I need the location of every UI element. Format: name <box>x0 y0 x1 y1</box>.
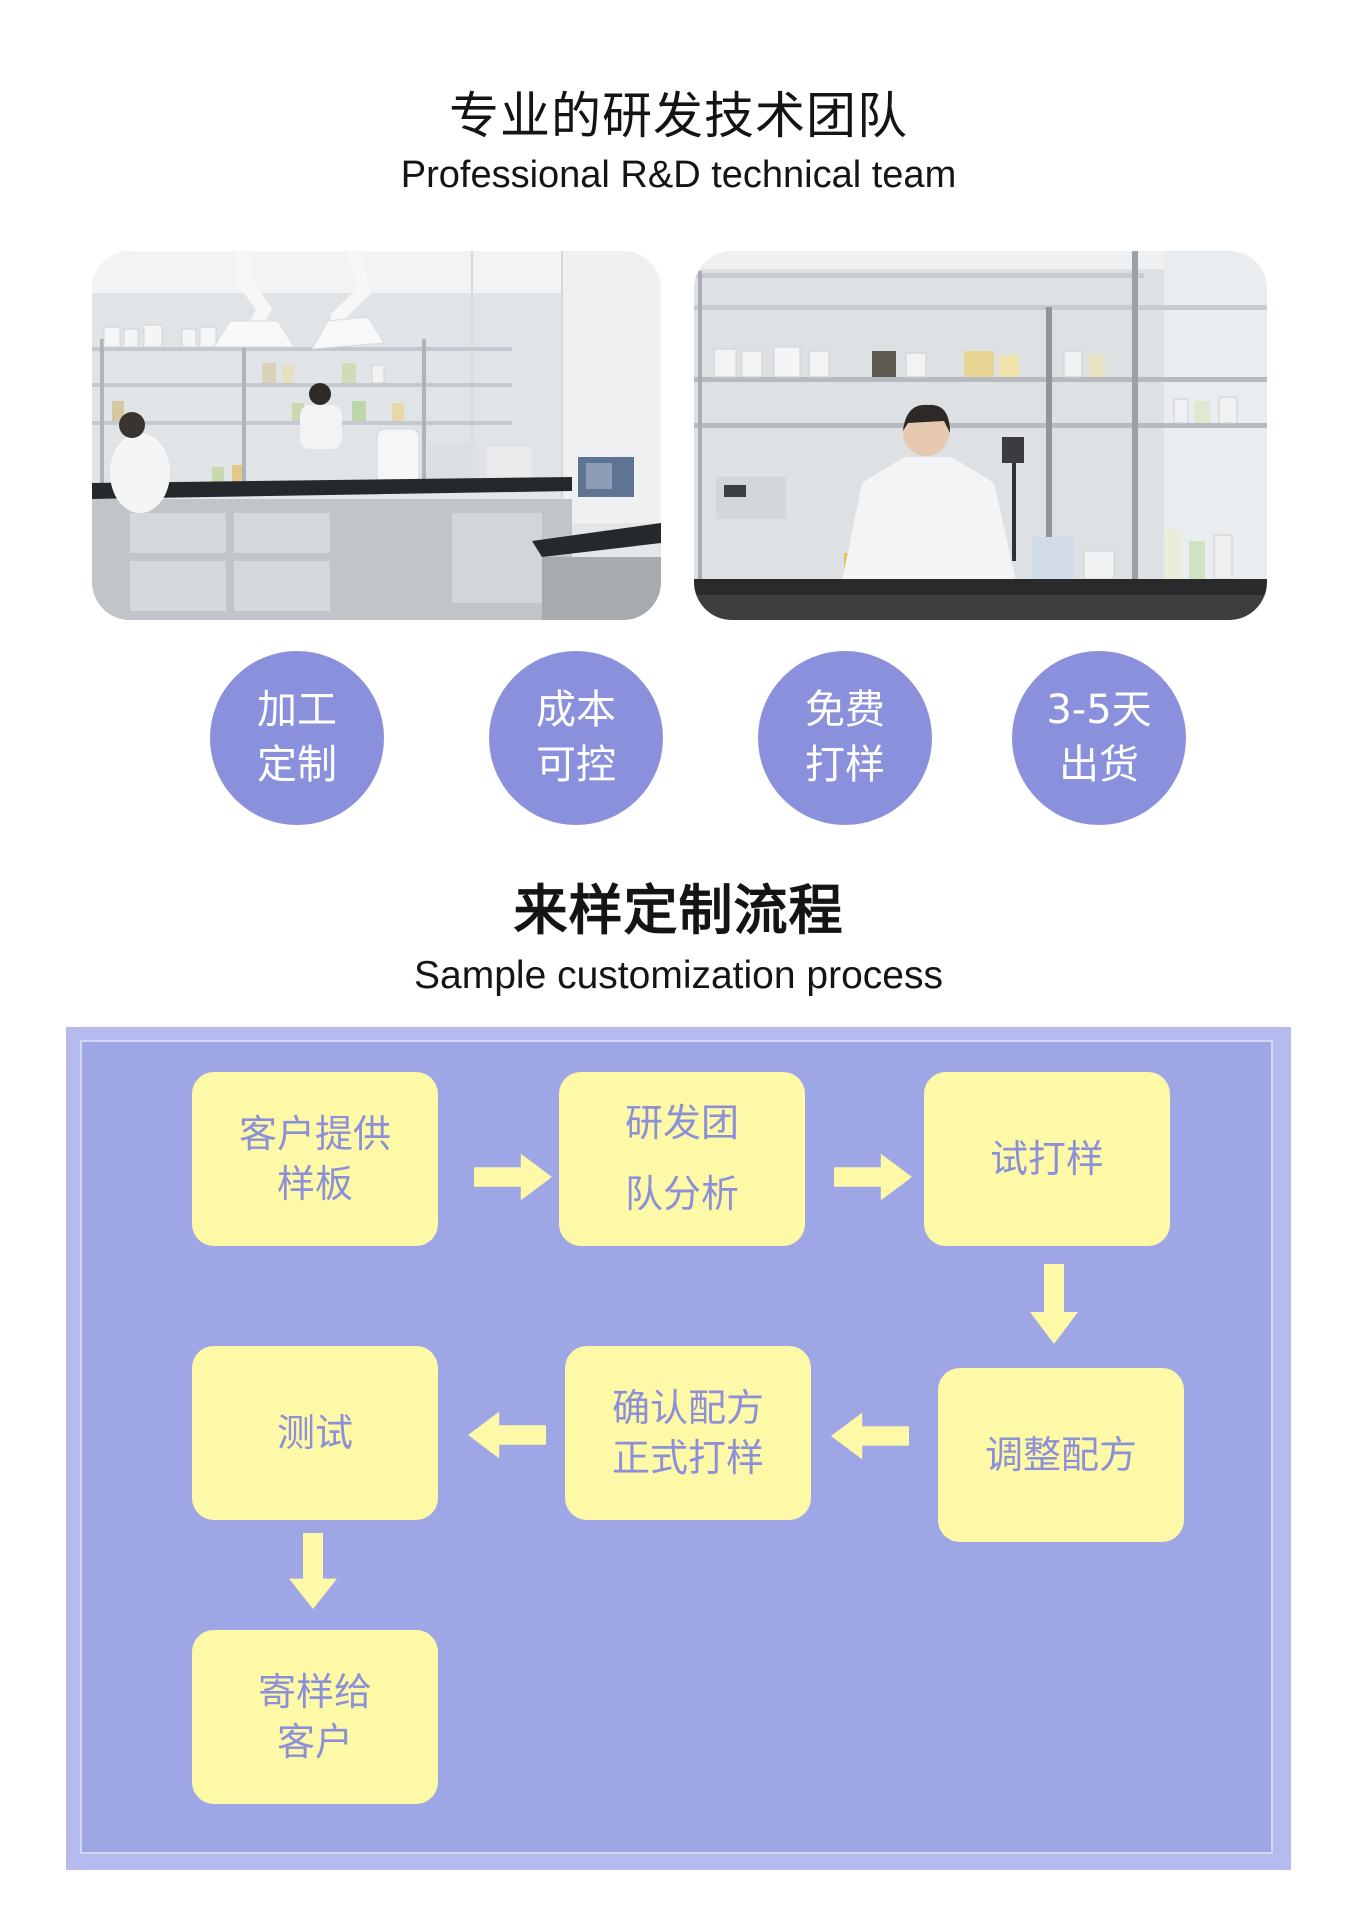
step-label: 正式打样 <box>611 1436 764 1480</box>
lab-equipment <box>376 428 634 497</box>
step-trial-sample: 试打样 <box>924 1072 1170 1246</box>
lab-photo-left <box>92 251 661 620</box>
arrow-right-icon <box>474 1153 552 1201</box>
process-section-subtitle: Sample customization process <box>414 954 943 997</box>
step-label: 测试 <box>276 1411 353 1455</box>
step-label: 队分析 <box>624 1172 739 1216</box>
lab-bottles <box>103 324 404 483</box>
process-section-title: 来样定制流程 <box>513 879 844 942</box>
rd-section-title: 专业的研发技术团队 <box>449 87 908 145</box>
feature-line: 3-5天 <box>1046 687 1152 733</box>
lab-photo-left-image <box>92 251 661 620</box>
feature-free-sampling: 免费 打样 <box>758 651 932 825</box>
feature-line: 免费 <box>805 687 885 733</box>
rd-section-subtitle: Professional R&D technical team <box>400 154 957 196</box>
lab-bottles <box>713 346 1238 580</box>
step-rd-analysis: 研发团 队分析 <box>559 1072 805 1246</box>
feature-custom-processing: 加工 定制 <box>210 651 384 825</box>
arrow-left-icon <box>468 1411 546 1459</box>
step-testing: 测试 <box>192 1346 438 1520</box>
lab-photo-right <box>694 251 1267 620</box>
step-label: 样板 <box>276 1162 353 1206</box>
step-adjust-formula: 调整配方 <box>938 1368 1184 1542</box>
step-label: 试打样 <box>989 1137 1104 1181</box>
step-label: 客户提供 <box>238 1112 391 1156</box>
step-label: 调整配方 <box>984 1433 1137 1477</box>
arrow-right-icon <box>834 1153 912 1201</box>
feature-fast-delivery: 3-5天 出货 <box>1012 651 1186 825</box>
step-customer-sample: 客户提供 样板 <box>192 1072 438 1246</box>
lab-photo-right-image <box>694 251 1267 620</box>
step-label: 寄样给 <box>257 1670 372 1714</box>
lab-bench <box>92 477 661 620</box>
researcher <box>842 404 1016 581</box>
lab-shelves <box>694 251 1267 581</box>
lab-bench <box>694 579 1267 620</box>
feature-line: 加工 <box>257 687 337 733</box>
feature-line: 可控 <box>536 742 616 788</box>
step-label: 研发团 <box>624 1101 739 1145</box>
feature-line: 成本 <box>536 687 616 733</box>
feature-line: 打样 <box>805 742 885 788</box>
arrow-left-icon <box>831 1412 909 1460</box>
step-label: 确认配方 <box>611 1386 764 1430</box>
researcher-middle <box>300 383 342 449</box>
arrow-down-icon <box>289 1533 337 1609</box>
step-ship-sample: 寄样给 客户 <box>192 1630 438 1804</box>
arrow-down-icon <box>1030 1264 1078 1344</box>
researcher-left <box>110 412 170 513</box>
feature-line: 定制 <box>257 742 337 788</box>
fume-extractor-arms <box>213 251 385 350</box>
step-label: 客户 <box>276 1720 353 1764</box>
step-confirm-formula: 确认配方 正式打样 <box>565 1346 811 1520</box>
feature-cost-control: 成本 可控 <box>489 651 663 825</box>
feature-line: 出货 <box>1059 742 1139 788</box>
